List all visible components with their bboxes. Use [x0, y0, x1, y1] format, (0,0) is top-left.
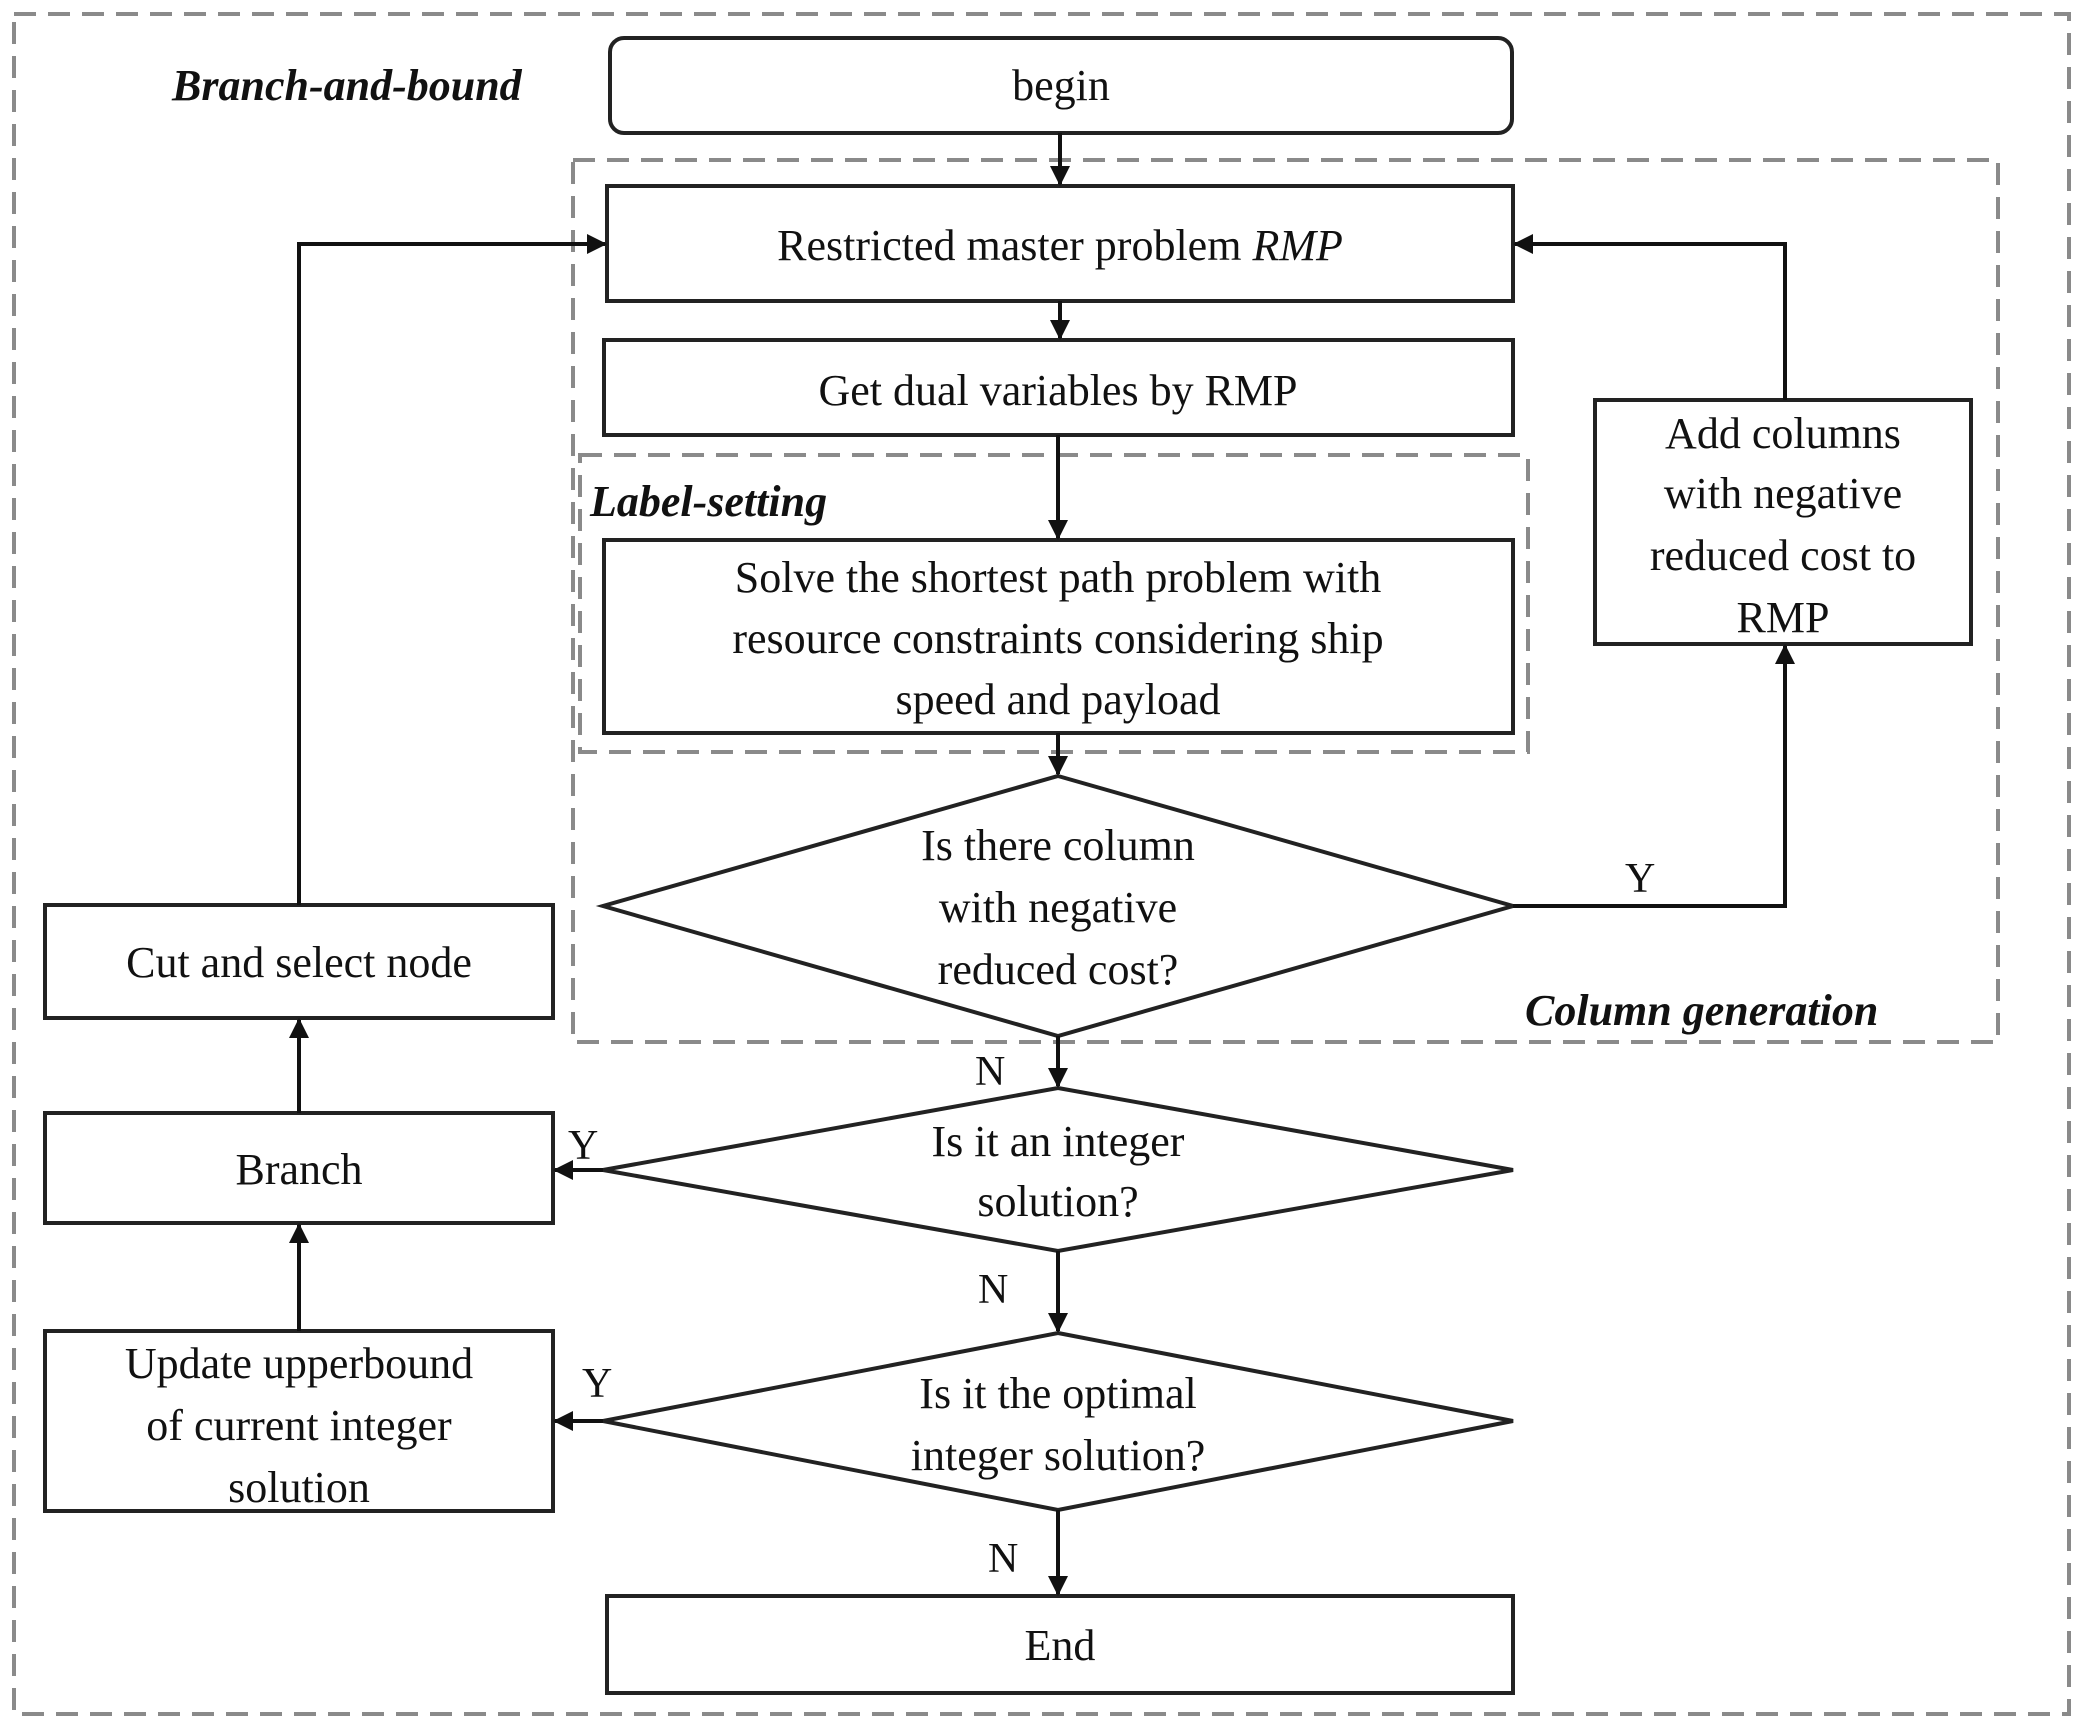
svg-text:with negative: with negative: [939, 883, 1177, 932]
svg-text:begin: begin: [1012, 61, 1110, 110]
add-columns-node: Add columns with negative reduced cost t…: [1593, 398, 1973, 646]
integer-solution-decision: Is it an integer solution?: [602, 1085, 1514, 1254]
edge-label-negative-no: N: [975, 1049, 1005, 1095]
svg-text:Is it the optimal: Is it the optimal: [919, 1369, 1196, 1418]
edge-label-optimal-no: N: [988, 1536, 1018, 1582]
svg-text:speed and payload: speed and payload: [896, 675, 1221, 724]
dual-variables-node: Get dual variables by RMP: [602, 338, 1515, 437]
update-upperbound-node: Update upperbound of current integer sol…: [43, 1329, 555, 1513]
edge-negative-yes: [1513, 644, 1795, 908]
shortest-path-node: Solve the shortest path problem with res…: [602, 538, 1515, 735]
optimal-solution-decision: Is it the optimal integer solution?: [602, 1330, 1514, 1513]
branch-and-bound-region: [12, 12, 2071, 1716]
svg-text:Is there column: Is there column: [921, 821, 1195, 870]
svg-text:Get dual variables by RMP: Get dual variables by RMP: [818, 366, 1297, 415]
svg-text:Restricted master problem RMP: Restricted master problem RMP: [777, 221, 1343, 270]
svg-text:End: End: [1025, 1621, 1096, 1670]
svg-text:solution: solution: [228, 1463, 370, 1512]
edge-label-negative-yes: Y: [1625, 856, 1655, 902]
svg-text:Is it an integer: Is it an integer: [932, 1117, 1185, 1166]
edge-label-integer-yes: Y: [568, 1123, 598, 1169]
svg-text:with negative: with negative: [1664, 469, 1902, 518]
edge-cut-rmp: [297, 234, 607, 905]
svg-text:Cut and select node: Cut and select node: [126, 938, 472, 987]
svg-text:reduced cost?: reduced cost?: [938, 945, 1179, 994]
svg-text:Branch: Branch: [235, 1145, 362, 1194]
edge-label-integer-no: N: [978, 1267, 1008, 1313]
svg-text:solution?: solution?: [977, 1177, 1138, 1226]
label-setting-label: Label-setting: [589, 477, 827, 526]
begin-node: begin: [608, 36, 1514, 135]
cut-and-select-node: Cut and select node: [43, 903, 555, 1020]
svg-text:Update upperbound: Update upperbound: [125, 1339, 473, 1388]
svg-text:integer solution?: integer solution?: [911, 1431, 1206, 1480]
rmp-italic-label: RMP: [1251, 221, 1342, 270]
svg-text:Add columns: Add columns: [1665, 409, 1901, 458]
svg-text:reduced cost to: reduced cost to: [1650, 531, 1916, 580]
branch-and-bound-label: Branch-and-bound: [171, 61, 523, 110]
rmp-label: Restricted master problem: [777, 221, 1252, 270]
negative-cost-decision: Is there column with negative reduced co…: [595, 773, 1521, 1039]
svg-text:of current integer: of current integer: [146, 1401, 452, 1450]
branch-node: Branch: [43, 1111, 555, 1225]
edge-add-columns-rmp: [1513, 234, 1787, 400]
edge-label-optimal-yes: Y: [582, 1361, 612, 1407]
column-generation-label: Column generation: [1525, 986, 1878, 1035]
end-node: End: [605, 1594, 1515, 1695]
svg-text:Solve the shortest path proble: Solve the shortest path problem with: [735, 553, 1381, 602]
svg-text:RMP: RMP: [1737, 593, 1830, 642]
rmp-node: Restricted master problem RMP: [605, 184, 1515, 303]
svg-text:resource constraints consideri: resource constraints considering ship: [732, 614, 1383, 663]
label-setting-region: [578, 453, 1530, 754]
